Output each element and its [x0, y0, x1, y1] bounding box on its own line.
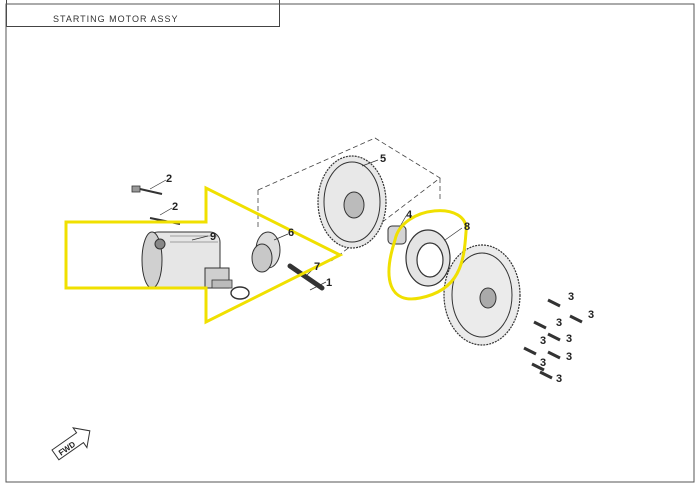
- callout-8: 8: [464, 221, 470, 233]
- callout-9: 9: [210, 231, 216, 243]
- callout-6: 6: [288, 227, 294, 239]
- reduction-gear: [317, 155, 387, 249]
- highlight-arrow: [64, 185, 344, 325]
- callout-4: 4: [406, 209, 413, 221]
- callout-2-upper: 2: [166, 173, 172, 185]
- o-ring: [230, 286, 250, 300]
- one-way-clutch: [405, 229, 451, 287]
- callout-3: 3: [588, 309, 594, 321]
- callout-1: 1: [326, 277, 332, 289]
- idler-shaft: [287, 263, 325, 291]
- idler-gear: [251, 231, 281, 273]
- callout-3: 3: [556, 373, 562, 385]
- bolt-2-upper: [131, 185, 163, 195]
- diagram-border: [5, 3, 695, 483]
- callout-7: 7: [314, 261, 320, 273]
- callout-3: 3: [540, 357, 546, 369]
- assembly-outline: [257, 137, 441, 263]
- callout-5: 5: [380, 153, 386, 165]
- fwd-direction-badge: FWD: [51, 427, 91, 461]
- bolt-set-3: [523, 298, 583, 380]
- callout-3: 3: [568, 291, 574, 303]
- callout-3: 3: [566, 333, 572, 345]
- callout-3: 3: [556, 317, 562, 329]
- callout-2-lower: 2: [172, 201, 178, 213]
- diagram-title: STARTING MOTOR ASSY: [53, 14, 179, 24]
- callout-3: 3: [566, 351, 572, 363]
- flywheel-rotor: [443, 244, 521, 346]
- highlight-clutch-outline: [387, 209, 468, 301]
- starter-motor: [141, 231, 233, 289]
- callout-3: 3: [540, 335, 546, 347]
